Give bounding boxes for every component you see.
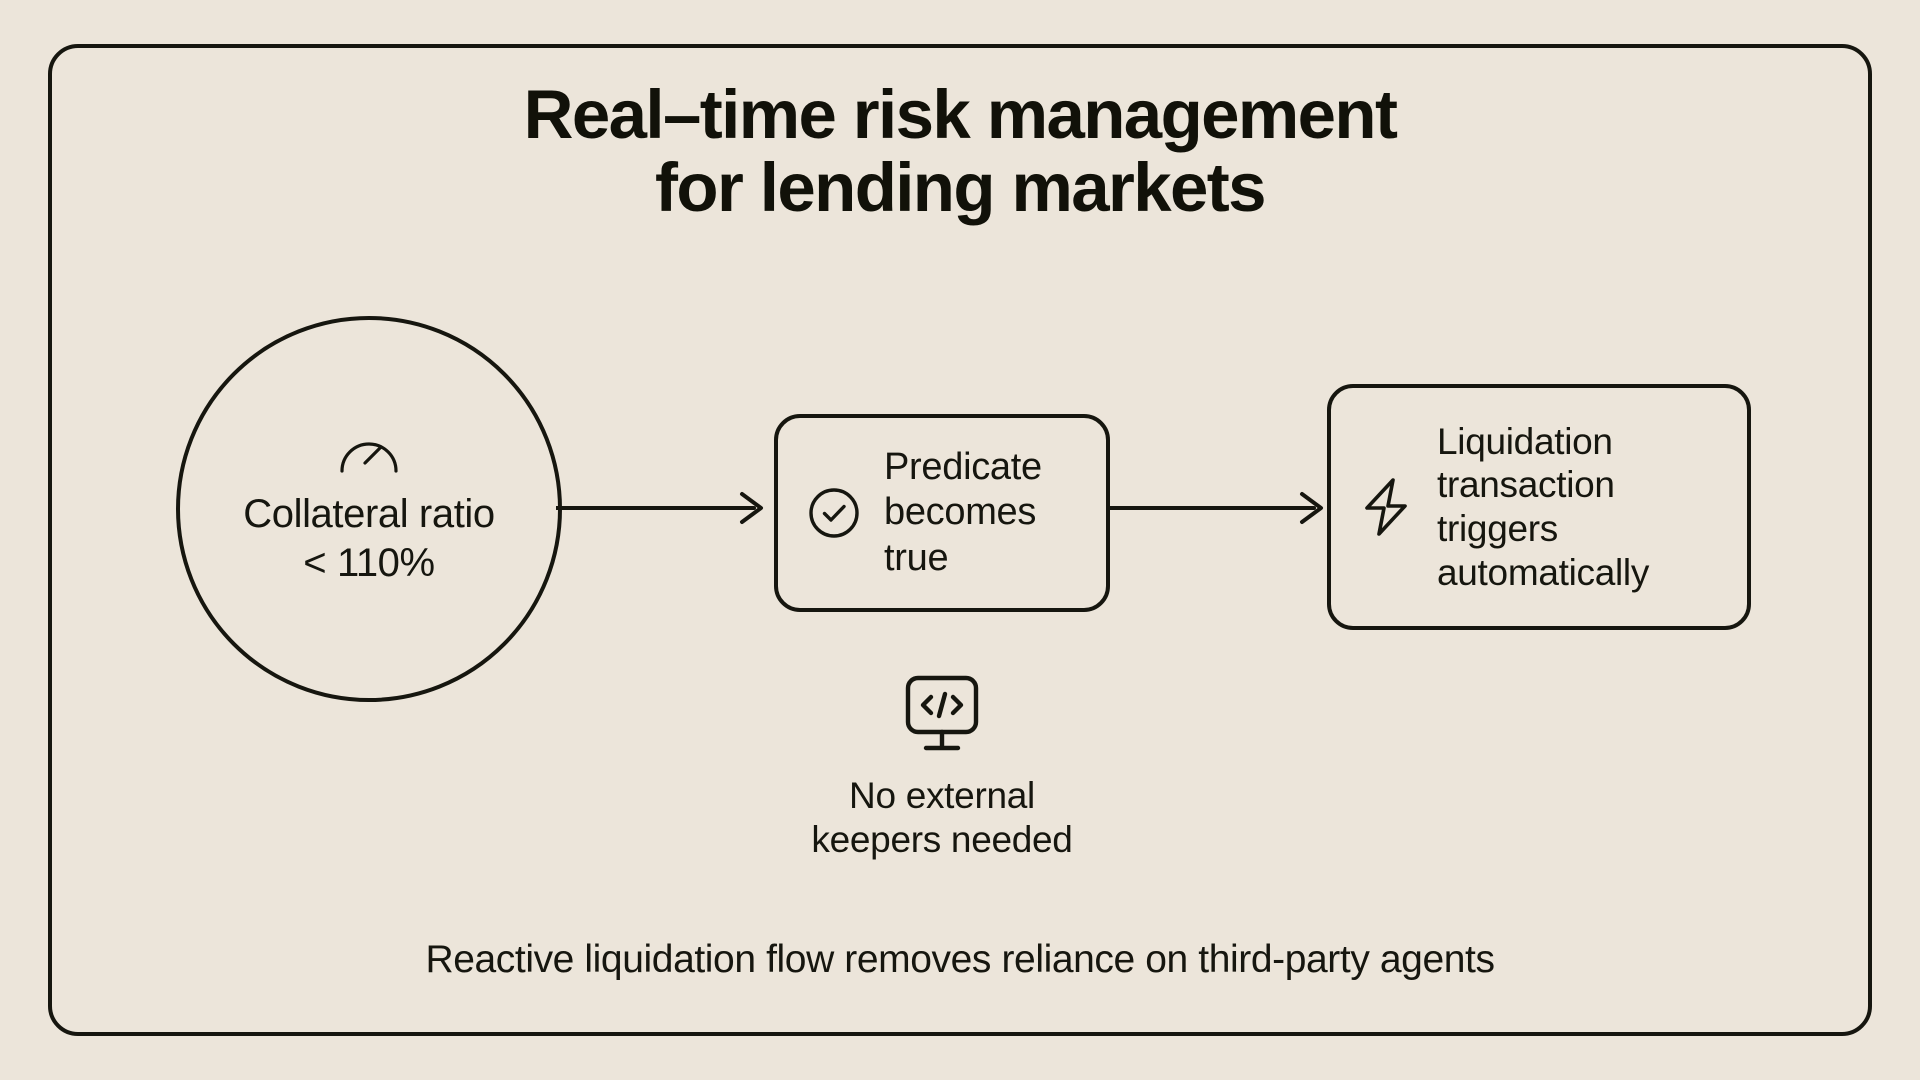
flow-node-liquidation[interactable]: Liquidation transaction triggers automat…	[1327, 384, 1751, 630]
flow-node-collateral-ratio[interactable]: Collateral ratio < 110%	[176, 316, 562, 702]
note-label: No external keepers needed	[811, 775, 1073, 861]
connector-arrow-2	[1108, 490, 1328, 531]
flow-node-predicate-label: Predicate becomes true	[884, 445, 1042, 579]
note-no-external-keepers: No external keepers needed	[756, 672, 1128, 863]
gauge-icon	[339, 430, 399, 474]
outer-frame	[48, 44, 1872, 1036]
page-title: Real–time risk management for lending ma…	[523, 76, 1398, 227]
flow-node-predicate[interactable]: Predicate becomes true	[774, 414, 1110, 612]
flow-node-liquidation-label: Liquidation transaction triggers automat…	[1437, 420, 1650, 593]
lightning-bolt-icon	[1357, 476, 1415, 538]
check-circle-icon	[806, 485, 862, 541]
connector-arrow-1	[554, 490, 768, 531]
monitor-code-icon	[896, 672, 988, 756]
footer-caption: Reactive liquidation flow removes relian…	[425, 938, 1495, 981]
flow-node-collateral-ratio-label: Collateral ratio < 110%	[243, 492, 495, 585]
